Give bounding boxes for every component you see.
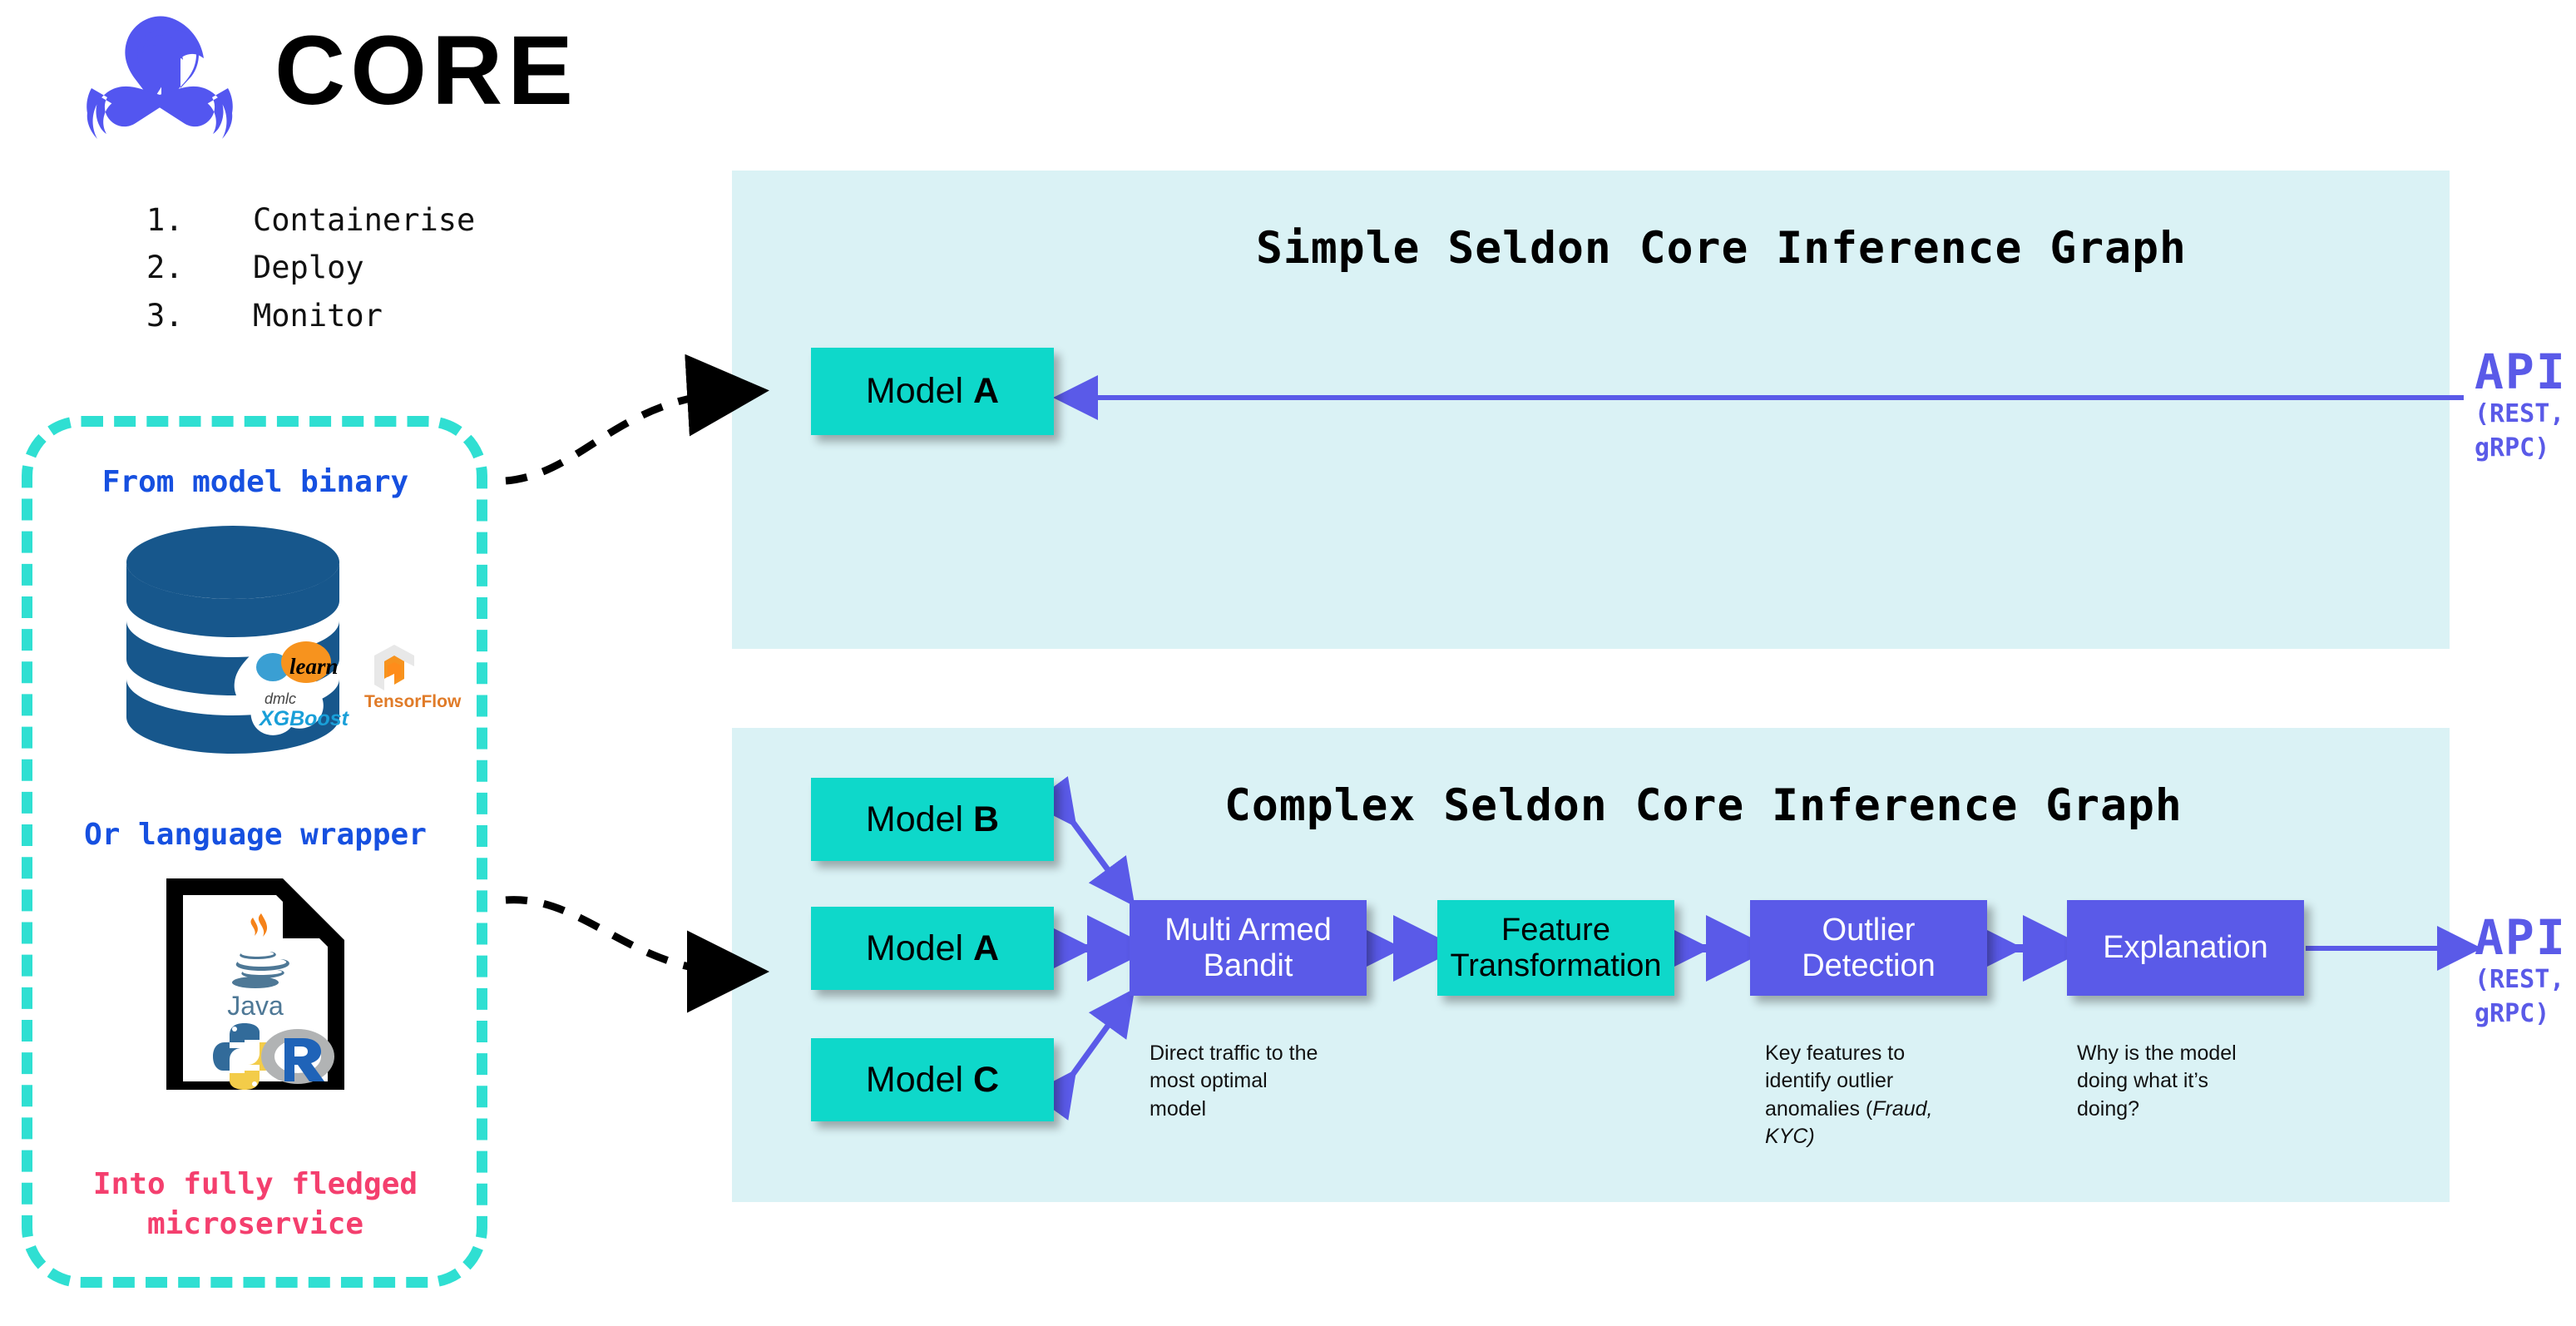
step-label: Monitor xyxy=(253,297,383,334)
step-number: 1. xyxy=(146,202,184,238)
api-protocols-line2: gRPC) xyxy=(2475,433,2550,463)
api-protocols-line1: (REST, xyxy=(2475,965,2565,994)
node-feature-transformation[interactable]: Feature Transformation xyxy=(1437,900,1674,996)
scikit-learn-blue-blob xyxy=(256,653,289,681)
simple-graph-title: Simple Seldon Core Inference Graph xyxy=(1256,223,2187,274)
node-label-line2: Detection xyxy=(1802,947,1936,983)
node-label-prefix: Model xyxy=(865,928,973,968)
step-label: Containerise xyxy=(253,202,476,238)
database-cylinder-icon xyxy=(116,524,349,774)
brand-title: CORE xyxy=(274,16,578,126)
node-multi-armed-bandit[interactable]: Multi Armed Bandit xyxy=(1130,900,1367,996)
api-label-simple: API (REST, gRPC) xyxy=(2475,348,2567,463)
node-label-suffix: A xyxy=(973,371,1000,412)
node-model-a-complex[interactable]: Model A xyxy=(811,907,1054,990)
step-label: Deploy xyxy=(253,250,364,286)
packaging-panel xyxy=(22,416,487,1288)
node-label-line2: Transformation xyxy=(1450,947,1662,983)
node-label-line2: Bandit xyxy=(1203,947,1293,983)
node-label-suffix: A xyxy=(973,928,1000,968)
node-label-prefix: Model xyxy=(865,1059,973,1100)
node-label-prefix: Model xyxy=(865,371,973,412)
caption-explanation: Why is the model doing what it’s doing? xyxy=(2077,1040,2256,1123)
node-label-line1: Outlier xyxy=(1822,912,1916,947)
java-icon xyxy=(232,913,289,988)
node-model-b[interactable]: Model B xyxy=(811,778,1054,861)
scikit-learn-orange-blob xyxy=(281,641,331,683)
list-item: 2. Deploy xyxy=(146,244,475,291)
node-model-a-simple[interactable]: Model A xyxy=(811,348,1054,435)
caption-emphasis: Fraud, KYC) xyxy=(1765,1096,1933,1148)
java-label: Java xyxy=(227,991,284,1021)
caption-text: Why is the model doing what it’s doing? xyxy=(2077,1042,2237,1121)
list-item: 1. Containerise xyxy=(146,196,475,244)
ml-frameworks-cluster: learn TensorFlow dmlc XGBoost xyxy=(250,641,461,740)
node-label-line1: Multi Armed xyxy=(1164,912,1332,947)
xgboost-label: XGBoost xyxy=(260,707,349,730)
node-label-line1: Explanation xyxy=(2103,930,2268,966)
complex-graph-title: Complex Seldon Core Inference Graph xyxy=(1224,780,2183,831)
node-label-suffix: C xyxy=(973,1059,1000,1100)
caption-outlier-detection: Key features to identify outlier anomali… xyxy=(1765,1040,1944,1150)
caption-multi-armed-bandit: Direct traffic to the most optimal model xyxy=(1150,1040,1328,1123)
node-explanation[interactable]: Explanation xyxy=(2067,900,2304,996)
caption-text: Direct traffic to the most optimal model xyxy=(1150,1042,1318,1121)
tensorflow-icon xyxy=(374,645,414,690)
seldon-trefoil-logo xyxy=(79,12,237,161)
api-label-complex: API (REST, gRPC) xyxy=(2475,913,2567,1029)
into-microservice-heading: Into fully fledged microservice xyxy=(92,1167,418,1241)
api-title: API xyxy=(2475,344,2567,400)
r-icon xyxy=(261,1029,334,1084)
step-number: 3. xyxy=(146,297,184,334)
or-language-wrapper-heading: Or language wrapper xyxy=(84,818,427,852)
api-protocols-line1: (REST, xyxy=(2475,399,2565,428)
node-label-line1: Feature xyxy=(1501,912,1610,947)
node-label-suffix: B xyxy=(973,799,1000,839)
list-item: 3. Monitor xyxy=(146,292,475,339)
tensorflow-label: TensorFlow xyxy=(364,692,462,711)
node-label-prefix: Model xyxy=(865,799,973,839)
document-file-icon: Java xyxy=(160,872,351,1096)
node-outlier-detection[interactable]: Outlier Detection xyxy=(1750,900,1987,996)
from-model-binary-heading: From model binary xyxy=(101,465,409,499)
scikit-learn-label: learn xyxy=(289,654,339,679)
dashed-arrow-to-simple-graph xyxy=(505,354,769,485)
api-title: API xyxy=(2475,909,2567,966)
step-number: 2. xyxy=(146,250,184,286)
steps-list: 1. Containerise 2. Deploy 3. Monitor xyxy=(146,196,475,339)
caption-text: Key features to identify outlier anomali… xyxy=(1765,1042,1906,1121)
api-protocols-line2: gRPC) xyxy=(2475,998,2550,1028)
dashed-arrow-to-complex-graph xyxy=(505,896,769,1013)
dmlc-label: dmlc xyxy=(265,690,297,707)
node-model-c[interactable]: Model C xyxy=(811,1038,1054,1121)
